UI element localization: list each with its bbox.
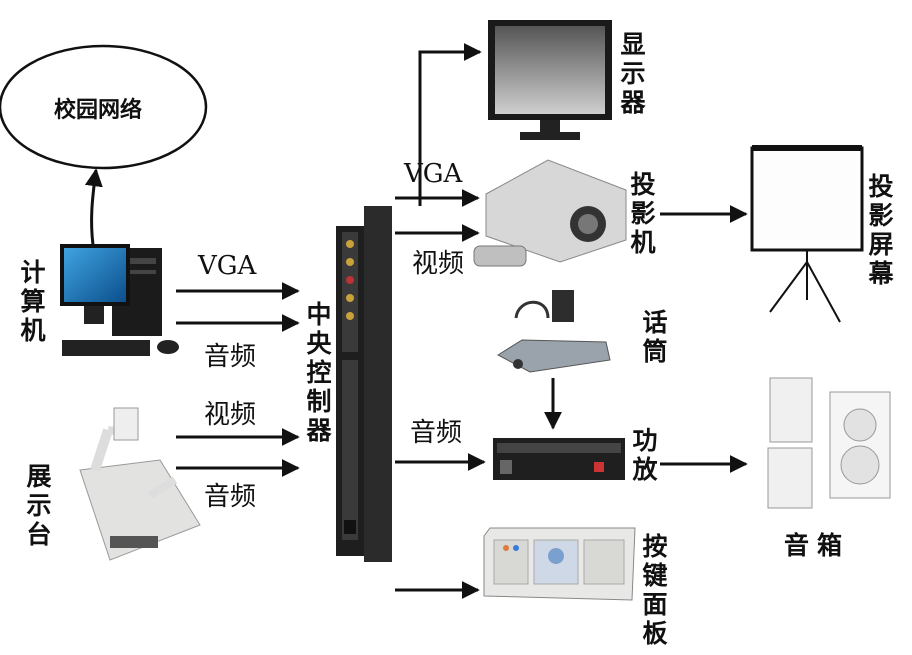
controller-label: 中央控制器 [306,300,332,445]
projector-video-label: 视频 [412,249,465,279]
monitor-label: 显示器 [620,30,646,117]
amplifier-label: 功放 [632,426,658,484]
monitor-icon [488,20,612,140]
speakers-label: 音箱 [784,531,851,560]
screen-label: 投影屏幕 [868,172,894,288]
projector-label: 投影机 [630,170,656,257]
pc-audio-label: 音频 [204,342,257,372]
microphone-label: 话筒 [642,308,668,366]
controller-icon [336,206,392,562]
keypad-label: 按键面板 [642,532,668,648]
pc-vga-label: VGA [198,251,257,281]
network-label: 校园网络 [54,98,143,123]
screen-icon [750,145,864,323]
network-ellipse [0,44,208,170]
microphone-icon [497,290,611,373]
computer-icon [60,244,179,356]
speakers-icon [767,377,891,509]
pc-to-network-line [84,168,103,246]
presenter-audio-label: 音频 [204,482,257,512]
presenter-video-label: 视频 [204,400,257,430]
to-monitor-arrow [418,43,482,206]
amplifier-icon [493,438,625,480]
connectors [84,43,748,599]
presenter-icon [79,407,201,561]
keypad-icon [483,527,636,601]
computer-label: 计算机 [20,258,46,345]
projector-icon [473,159,627,267]
projector-vga-label: VGA [404,159,463,189]
amplifier-audio-label: 音频 [410,418,463,448]
presenter-label: 展示台 [26,462,52,549]
